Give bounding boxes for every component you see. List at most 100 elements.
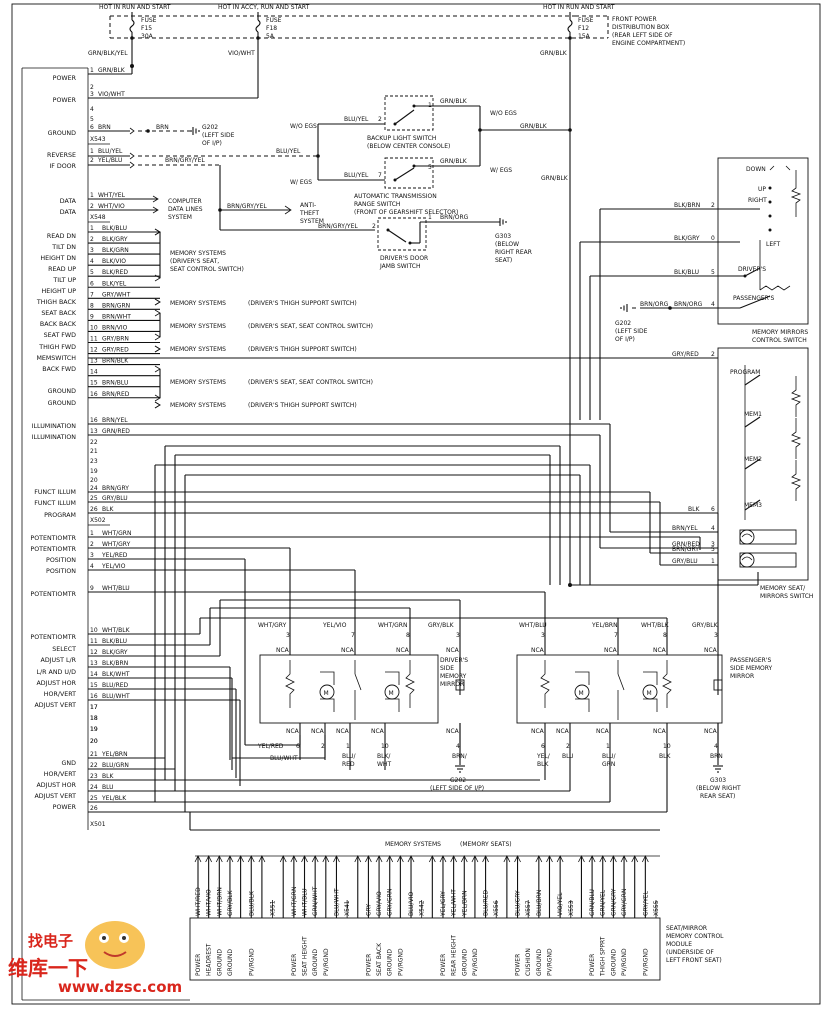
svg-text:(DRIVER'S SEAT, SEAT CONTROL S: (DRIVER'S SEAT, SEAT CONTROL SWITCH)	[248, 379, 373, 386]
svg-text:SIDE MEMORY: SIDE MEMORY	[730, 665, 773, 672]
wire-color-label: BRN/BLU	[102, 380, 128, 387]
pin-number: 15	[90, 380, 98, 387]
svg-text:(BELOW CENTER CONSOLE): (BELOW CENTER CONSOLE)	[367, 143, 450, 150]
pin-number: 25	[90, 795, 98, 802]
svg-text:(DRIVER'S THIGH SUPPORT SWITCH: (DRIVER'S THIGH SUPPORT SWITCH)	[248, 346, 357, 353]
wire-color-label: BLK/YEL	[102, 280, 127, 287]
ground-symbol-g202	[192, 127, 200, 135]
wire-color-label: BRN/RED	[102, 391, 130, 398]
pin-function-label: THIGH BACK	[36, 299, 77, 306]
connector-x501: X501	[90, 821, 106, 828]
wire-color-label: GRY/WHT	[102, 291, 131, 298]
pin-number: 13	[90, 428, 98, 435]
pin-function-label: READ UP	[48, 266, 76, 273]
pin-number: 2	[90, 236, 94, 243]
connector-label: X551	[270, 900, 277, 916]
wire-color-label: BRN/ORG	[674, 301, 703, 308]
power-input-wiring: 1 GRN/BLK 2 3 VIO/WHT 4 5 6 BRN BRN G202…	[88, 66, 258, 147]
pin-number: 5	[711, 546, 715, 553]
wire-color-label: YEL/	[536, 753, 551, 760]
wire-color-label: BLK/GRY	[102, 236, 128, 243]
wire-color-label: WHT/RED	[195, 887, 202, 916]
pin-number: 21	[90, 751, 98, 758]
pin-number: 17	[90, 704, 98, 711]
svg-text:(BELOW: (BELOW	[495, 241, 519, 248]
wire-color-label: WHT/BLU	[302, 888, 309, 916]
pin-function-label: PV/RGND	[621, 948, 628, 976]
illumination-wiring: X502	[88, 423, 718, 565]
svg-text:MEMORY MIRRORS: MEMORY MIRRORS	[752, 329, 808, 336]
svg-text:W/O EGS: W/O EGS	[490, 110, 517, 117]
wire-color-label: WHT/GRN	[102, 530, 131, 537]
wire-color-label: GRY/GRN	[387, 889, 394, 916]
pin-number: 21	[90, 448, 98, 455]
pin-function-label: ADJUST VERT	[34, 793, 76, 800]
pin-function-label: HOR/VERT	[44, 691, 76, 698]
pin-number: 7	[90, 291, 94, 298]
wire-color-label: BLU/WHT	[333, 888, 340, 916]
pin-function-label: SEAT FWD	[44, 332, 76, 339]
pin-function-label: THIGH SPPRT	[600, 936, 607, 977]
svg-text:W/ EGS: W/ EGS	[490, 167, 512, 174]
svg-text:BRN/ORG: BRN/ORG	[440, 214, 469, 221]
pin-function-label: ADJUST HOR	[36, 680, 76, 687]
wire-color-label: YEL/BRN	[591, 622, 618, 629]
switch-position-label: PASSENGER'S	[733, 295, 774, 302]
connector-x543: X543	[90, 136, 106, 143]
svg-text:BLU/YEL: BLU/YEL	[344, 116, 369, 123]
wire-color-label: BLU/RED	[483, 889, 490, 916]
wire-color-label: GRN	[602, 761, 615, 768]
fpdb-label: FRONT POWER	[612, 16, 657, 23]
connector-label: X542	[419, 900, 426, 916]
pin-number: 3	[90, 247, 94, 254]
svg-text:BRN: BRN	[156, 124, 169, 131]
pin-function-label: GROUND	[461, 949, 468, 976]
connector-label: NCA	[596, 728, 610, 735]
wire-color-label: YEL/GRY	[440, 891, 447, 917]
anti-theft-label: ANTI-	[300, 202, 316, 209]
wire-color-label: BLK/VIO	[102, 258, 126, 265]
pin-number: 20	[90, 738, 98, 745]
pin-function-label: ADJUST L/R	[41, 657, 77, 664]
switch-position-label: MEM3	[744, 502, 762, 509]
pin-number: 7	[351, 632, 355, 639]
pin-number: 15	[90, 682, 98, 689]
svg-text:4: 4	[90, 106, 94, 113]
svg-text:FUSE: FUSE	[266, 17, 282, 24]
svg-text:MEMORY SYSTEMS: MEMORY SYSTEMS	[170, 323, 226, 330]
module-label: SEAT/MIRROR	[666, 925, 707, 932]
pin-function-label: GROUND	[48, 388, 77, 395]
pin-function-label: SEAT BACK	[41, 310, 77, 317]
pin-function-label: IF DOOR	[49, 163, 76, 170]
pin-number: 3	[456, 632, 460, 639]
svg-text:BRN: BRN	[98, 124, 111, 131]
svg-text:1: 1	[90, 67, 94, 74]
pin-number: 10	[381, 743, 389, 750]
svg-text:MEMORY: MEMORY	[440, 673, 467, 680]
pin-function-label: ADJUST VERT	[34, 702, 76, 709]
svg-text:15A: 15A	[578, 33, 591, 40]
svg-text:1: 1	[90, 148, 94, 155]
wire-color-label: GRY/VIO	[376, 891, 383, 916]
wire-color-label: BLK/BRN	[102, 660, 128, 667]
pin-function-label: BACK BACK	[40, 321, 77, 328]
fuse-f12: FUSE F12 15A	[567, 17, 594, 40]
pin-number: 24	[90, 784, 98, 791]
pin-number: 8	[90, 302, 94, 309]
computer-data-lines-label: COMPUTER	[168, 198, 202, 205]
svg-text:BRN/GRY/YEL: BRN/GRY/YEL	[165, 157, 205, 164]
svg-text:GRN/BLK: GRN/BLK	[440, 158, 468, 165]
svg-text:F12: F12	[578, 25, 589, 32]
pin-number: 6	[296, 743, 300, 750]
data-lines: 1 WHT/YEL 2 WHT/VIO COMPUTER DATA LINES …	[88, 192, 203, 223]
svg-text:MEMORY SYSTEMS: MEMORY SYSTEMS	[170, 379, 226, 386]
svg-text:G202: G202	[202, 124, 218, 131]
svg-text:GRN/BLK: GRN/BLK	[440, 98, 468, 105]
pin-number: 5	[711, 269, 715, 276]
passenger-side-memory-mirror: WHT/BLU3NCAYEL/BRN7NCAWHT/BLK8NCAGRY/BLK…	[516, 622, 773, 800]
switch-position-label: LEFT	[766, 241, 780, 248]
svg-text:MEMORY SYSTEMS: MEMORY SYSTEMS	[170, 250, 226, 257]
pin-number: 17	[90, 704, 98, 711]
wire-color-label: BLK/WHT	[102, 671, 130, 678]
svg-text:30A: 30A	[141, 33, 154, 40]
